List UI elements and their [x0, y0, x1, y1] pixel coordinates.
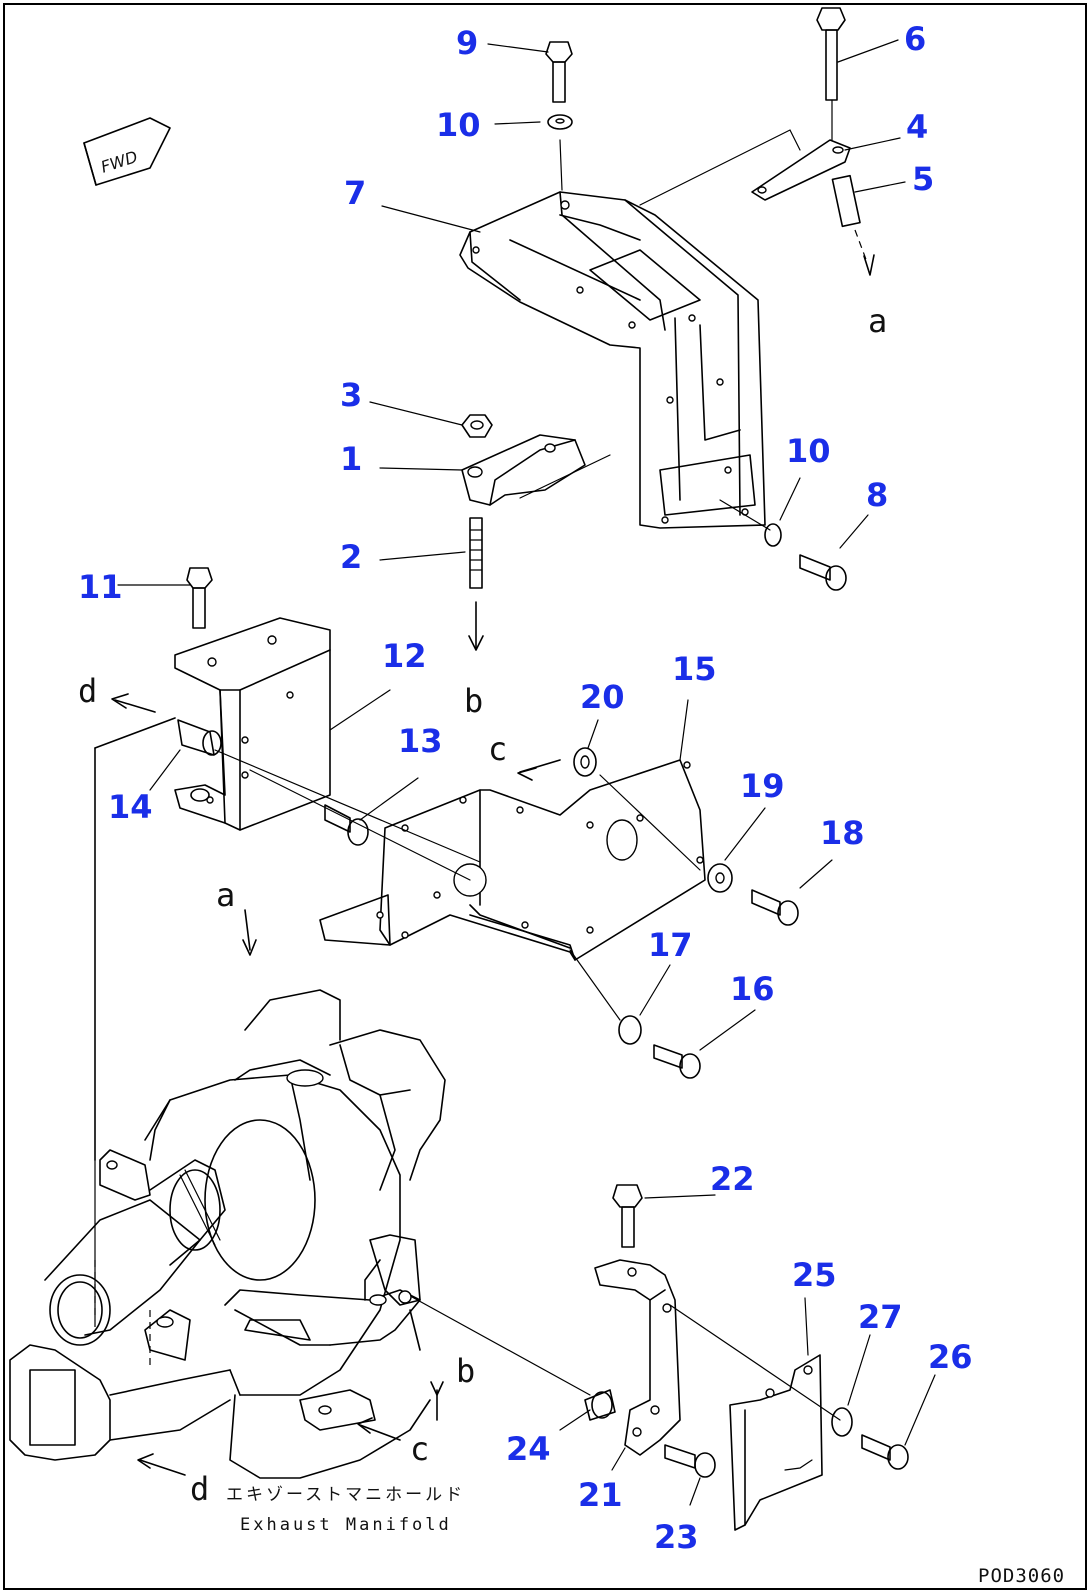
- long-bolt: [816, 7, 846, 101]
- right-washer: [707, 863, 733, 893]
- part-label-13: 13: [398, 722, 443, 760]
- ref-a-lower: a: [216, 876, 235, 914]
- pin: [831, 174, 861, 228]
- fwd-direction-icon: FWD: [83, 117, 171, 186]
- part-label-25: 25: [792, 1256, 837, 1294]
- part-label-21: 21: [578, 1476, 623, 1514]
- part-label-24: 24: [506, 1430, 551, 1468]
- left-mounting-bracket: [174, 617, 331, 831]
- drawing-code: POD3060: [978, 1565, 1065, 1587]
- link-plate: [751, 139, 851, 201]
- small-clamp-bracket: [461, 434, 611, 506]
- caption-japanese: エキゾーストマニホールド: [226, 1485, 465, 1505]
- lower-washer: [618, 1015, 642, 1045]
- stud-bolt: [469, 517, 483, 589]
- ref-d-lower: d: [190, 1470, 209, 1508]
- part-label-16: 16: [730, 970, 775, 1008]
- ref-c-upper: c: [488, 730, 507, 768]
- part-label-27: 27: [858, 1298, 903, 1336]
- ref-c-lower: c: [410, 1430, 429, 1468]
- bracket-side-bolt: [664, 1444, 716, 1478]
- side-bolt: [799, 554, 847, 591]
- right-bolt: [751, 889, 799, 926]
- part-label-3: 3: [340, 376, 362, 414]
- ref-b-upper: b: [464, 682, 483, 720]
- mounting-plate: [729, 1354, 823, 1531]
- lower-spacer: [584, 1389, 616, 1421]
- ref-a-top: a: [868, 302, 887, 340]
- part-label-23: 23: [654, 1518, 699, 1556]
- part-label-11: 11: [78, 568, 123, 606]
- small-nut-bolt: [190, 788, 210, 802]
- ref-b-lower: b: [456, 1352, 475, 1390]
- spacer-collar: [177, 719, 222, 756]
- part-label-17: 17: [648, 926, 693, 964]
- part-label-5: 5: [912, 160, 934, 198]
- part-label-8: 8: [866, 476, 888, 514]
- caption-english: Exhaust Manifold: [240, 1515, 452, 1535]
- part-label-20: 20: [580, 678, 625, 716]
- top-washer: [547, 114, 573, 130]
- part-label-9: 9: [456, 24, 478, 62]
- mid-bolt: [324, 804, 369, 846]
- side-washer: [764, 523, 782, 547]
- part-label-2: 2: [340, 538, 362, 576]
- lower-bolt: [653, 1044, 701, 1079]
- upper-bracket: [459, 191, 766, 529]
- part-label-10-side: 10: [786, 432, 831, 470]
- central-bracket: [319, 759, 706, 961]
- reference-letters: a a b b c c d d: [78, 302, 887, 1508]
- turbocharger-assembly: [9, 989, 446, 1479]
- leader-lines: [117, 39, 936, 1506]
- central-spacer: [573, 747, 597, 777]
- part-label-22: 22: [710, 1160, 755, 1198]
- top-bolt: [545, 41, 573, 103]
- part-label-1: 1: [340, 440, 362, 478]
- part-label-19: 19: [740, 767, 785, 805]
- plate-bolt-lower: [861, 1434, 909, 1470]
- bracket-bolt: [612, 1184, 643, 1248]
- plate-washer: [831, 1407, 853, 1437]
- part-number-labels: 9 10 7 6 4 5 3 1 2 10 8 11 12 15 20 13 1…: [78, 20, 973, 1556]
- part-label-10-top: 10: [436, 106, 481, 144]
- lower-support-bracket: [594, 1259, 681, 1456]
- part-label-7: 7: [344, 174, 366, 212]
- ref-d-upper: d: [78, 672, 97, 710]
- part-label-4: 4: [906, 108, 928, 146]
- part-label-14: 14: [108, 788, 153, 826]
- nut: [461, 414, 493, 438]
- part-label-18: 18: [820, 814, 865, 852]
- part-label-26: 26: [928, 1338, 973, 1376]
- part-label-6: 6: [904, 20, 926, 58]
- drawing-frame: [3, 3, 1087, 1590]
- plate-bolt: [186, 567, 213, 629]
- part-label-15: 15: [672, 650, 717, 688]
- part-label-12: 12: [382, 637, 427, 675]
- fwd-mark-label: FWD: [99, 147, 140, 177]
